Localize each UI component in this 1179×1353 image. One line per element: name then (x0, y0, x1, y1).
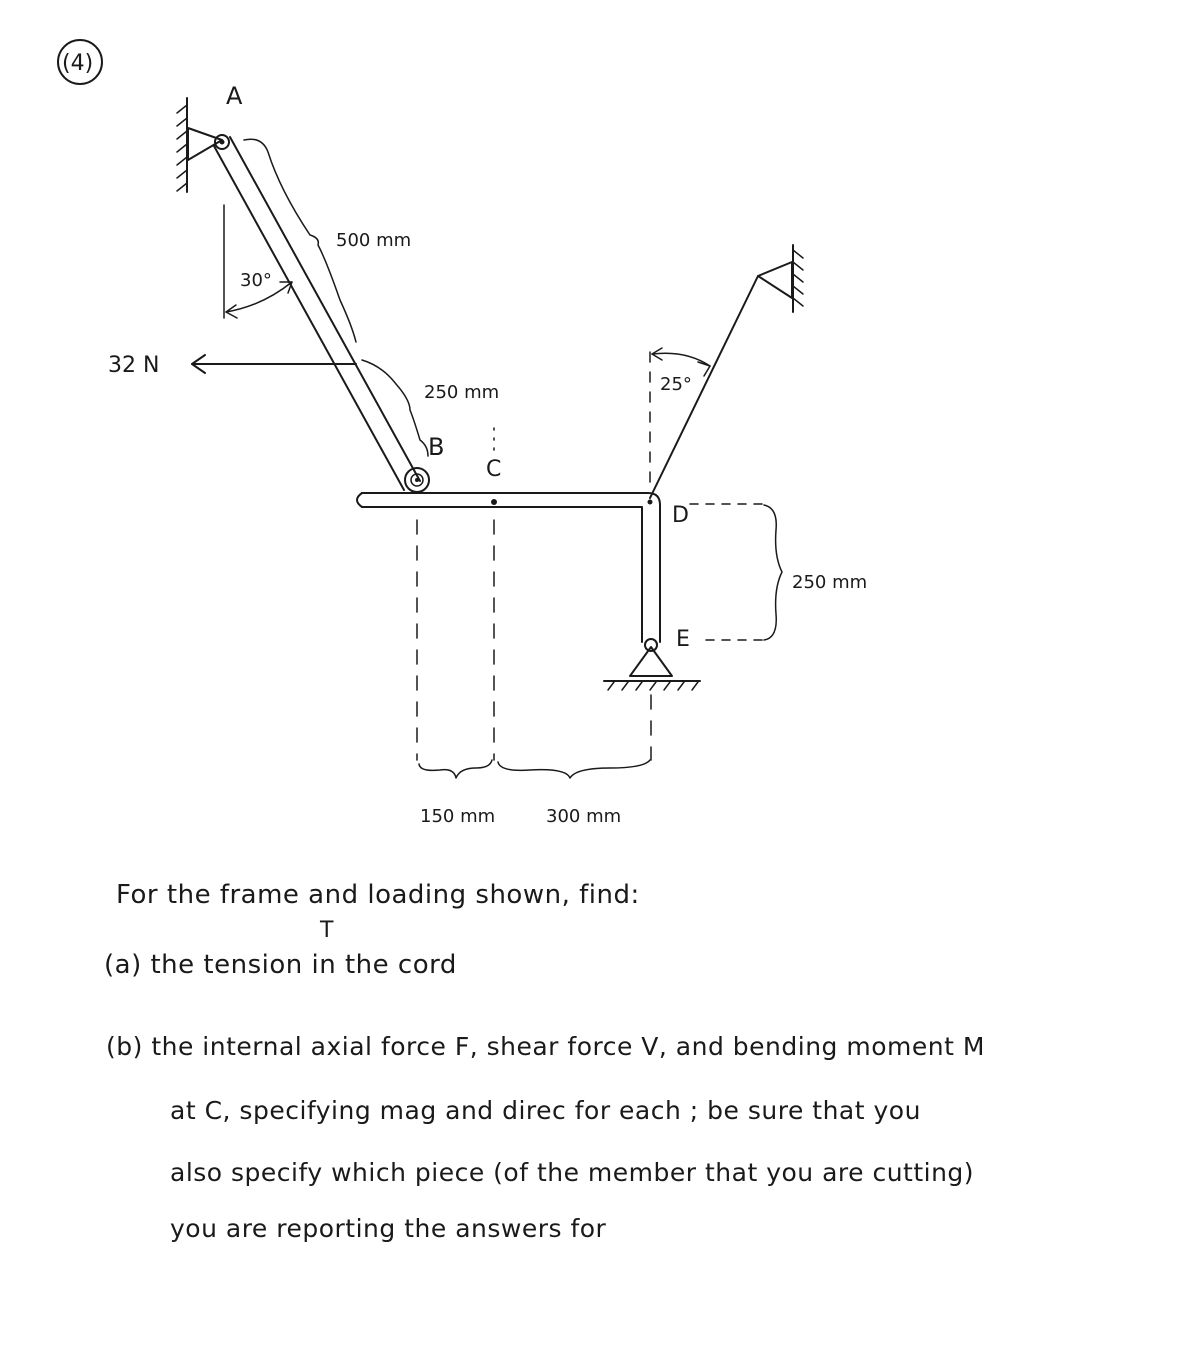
dim-label-150: 150 mm (420, 806, 495, 827)
wall-support-a (176, 97, 223, 193)
dim-label-250-upper: 250 mm (424, 382, 499, 403)
label-c: C (486, 457, 501, 482)
member-bde (356, 492, 661, 643)
problem-part-b-line2: at C, specifying mag and direc for each … (170, 1096, 921, 1125)
wall-support-right (757, 244, 804, 313)
brace-300 (497, 759, 651, 779)
load-arrow (191, 354, 357, 374)
angle-arrow-30-right (279, 281, 293, 294)
problem-number-circle (57, 39, 103, 85)
tension-symbol: T (320, 918, 334, 943)
pin-support-e (603, 638, 701, 691)
brace-250-upper (361, 359, 429, 457)
angle-label-25: 25° (660, 374, 692, 395)
dim-label-250-vertical: 250 mm (792, 572, 867, 593)
member-ab (213, 134, 421, 491)
angle-arc-25 (651, 352, 711, 367)
point-c (491, 499, 497, 505)
angle-arrow-30-left (225, 304, 238, 319)
problem-part-b-line1: (b) the internal axial force F, shear fo… (106, 1032, 985, 1061)
dim-label-500: 500 mm (336, 230, 411, 251)
problem-number: (4) (62, 51, 93, 76)
label-a: A (226, 82, 243, 110)
problem-intro: For the frame and loading shown, find: (116, 880, 640, 910)
brace-500 (243, 138, 357, 343)
problem-part-b-line3: also specify which piece (of the member … (170, 1158, 975, 1187)
brace-250-vertical (763, 504, 783, 641)
cord (649, 275, 759, 499)
dim-label-300: 300 mm (546, 806, 621, 827)
angle-arrow-25-left (651, 347, 663, 361)
problem-part-b-line4: you are reporting the answers for (170, 1214, 607, 1243)
pin-b (404, 467, 430, 493)
label-d: D (672, 503, 689, 528)
brace-150 (418, 759, 493, 779)
angle-arrow-25-right (697, 361, 711, 377)
angle-arc-30 (225, 281, 293, 313)
load-label: 32 N (108, 353, 159, 378)
angle-label-30: 30° (240, 270, 272, 291)
problem-part-a: (a) the tension in the cord (104, 950, 457, 980)
label-e: E (676, 627, 690, 652)
label-b: B (428, 433, 444, 461)
